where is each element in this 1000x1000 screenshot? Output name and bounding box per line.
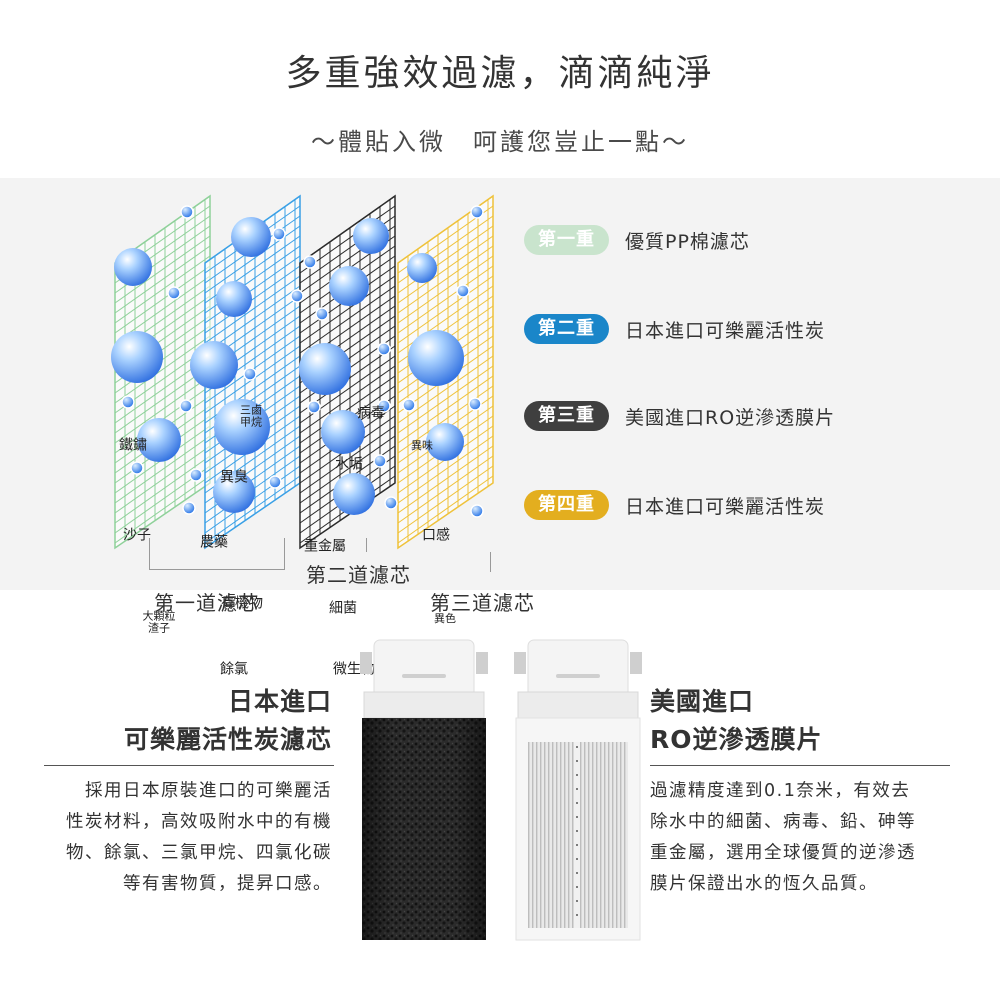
stage-3: 第三重 美國進口RO逆滲透膜片 — [524, 398, 835, 434]
bubble-virus — [353, 218, 389, 254]
particle-dot — [377, 399, 391, 413]
stage-4: 第四重 日本進口可樂麗活性炭 — [524, 487, 825, 523]
bubble-heavy-metal — [299, 343, 351, 395]
contaminant-iron-rust: 鐵鏽 — [119, 437, 147, 454]
page-title: 多重強效過濾，滴滴純淨 — [285, 53, 715, 94]
particle-dot — [189, 468, 203, 482]
ro-membrane-divider — [650, 765, 950, 766]
bubble-iron-rust — [114, 248, 152, 286]
stage-3-badge: 第三重 — [524, 401, 609, 431]
bubble-organics — [214, 399, 270, 455]
second-filter-caption: 第二道濾芯 — [306, 563, 411, 587]
contaminant-sand: 沙子 — [123, 527, 151, 544]
contaminant-mouthfeel: 口感 — [422, 527, 450, 544]
second-filter-bracket-line — [366, 538, 367, 552]
bubble-microbes — [333, 473, 375, 515]
particle-dot — [130, 461, 144, 475]
contaminant-trihalomethane: 三鹵甲烷 — [240, 403, 262, 428]
bubble-scale — [329, 266, 369, 306]
ro-membrane-description: 過濾精度達到0.1奈米，有效去 除水中的細菌、病毒、鉛、砷等 重金屬，選用全球優… — [650, 781, 916, 894]
page-subtitle: ～體貼入微 呵護您豈止一點～ — [311, 128, 689, 156]
carbon-cartridge-heading: 日本進口 可樂麗活性炭濾芯 — [123, 687, 332, 754]
bubble-bacteria — [321, 410, 365, 454]
particle-dot — [179, 399, 193, 413]
particle-dot — [468, 397, 482, 411]
stage-1-text: 優質PP棉濾芯 — [625, 230, 750, 253]
carbon-cartridge-description: 採用日本原裝進口的可樂麗活 性炭材料，高效吸附水中的有機 物、餘氯、三氯甲烷、四… — [66, 781, 332, 894]
bubble-large-particles — [137, 418, 181, 462]
contaminant-large-particles: 大顆粒渣子 — [142, 609, 176, 634]
bubble-residual-chlorine — [213, 471, 255, 513]
contaminant-pesticide: 農藥 — [200, 534, 228, 551]
bubble-odor — [216, 281, 252, 317]
particle-dot — [268, 475, 282, 489]
contaminant-virus: 病毒 — [357, 405, 385, 422]
contaminant-odor: 異臭 — [220, 469, 248, 486]
bubble-trihalomethane — [231, 217, 271, 257]
particle-dot — [121, 395, 135, 409]
stage-1-badge: 第一重 — [524, 225, 609, 255]
stage-4-text: 日本進口可樂麗活性炭 — [625, 495, 826, 518]
particle-dot — [167, 286, 181, 300]
particle-dot — [402, 398, 416, 412]
contaminant-scale: 水垢 — [335, 456, 363, 473]
bubble-mouthfeel — [408, 330, 464, 386]
contaminant-organics: 有機物 — [221, 595, 263, 612]
contaminant-bacteria: 細菌 — [329, 600, 357, 617]
stage-1: 第一重 優質PP棉濾芯 — [524, 222, 750, 258]
stage-2-badge: 第二重 — [524, 314, 609, 344]
particle-dot — [180, 205, 194, 219]
particle-dot — [272, 227, 286, 241]
carbon-cartridge-divider — [44, 765, 334, 766]
contaminant-residual-chlorine: 餘氯 — [220, 661, 248, 678]
bubble-sand — [111, 331, 163, 383]
first-filter-bracket — [149, 538, 285, 570]
bubble-off-color — [426, 423, 464, 461]
particle-dot — [373, 454, 387, 468]
particle-dot — [303, 255, 317, 269]
third-filter-caption: 第三道濾芯 — [430, 591, 535, 615]
bubble-off-taste — [407, 253, 437, 283]
contaminant-off-color: 異色 — [434, 612, 456, 626]
third-filter-bracket-line — [490, 552, 491, 572]
stage-3-text: 美國進口RO逆滲透膜片 — [625, 406, 836, 429]
particle-dot — [470, 504, 484, 518]
particle-dot — [307, 400, 321, 414]
particle-dot — [456, 284, 470, 298]
particle-dot — [243, 367, 257, 381]
filter-layers-diagram — [111, 194, 494, 550]
particle-dot — [377, 342, 391, 356]
particle-dot — [315, 307, 329, 321]
stage-2-text: 日本進口可樂麗活性炭 — [625, 319, 826, 342]
bubble-pesticide — [190, 341, 238, 389]
ro-membrane-cartridge-image — [514, 639, 642, 941]
ro-membrane-heading: 美國進口 RO逆滲透膜片 — [650, 687, 823, 754]
particle-dot — [470, 205, 484, 219]
stage-2: 第二重 日本進口可樂麗活性炭 — [524, 311, 825, 347]
particle-dot — [290, 289, 304, 303]
contaminant-off-taste: 異味 — [411, 439, 433, 453]
contaminant-heavy-metal: 重金屬 — [304, 538, 346, 555]
first-filter-caption: 第一道濾芯 — [154, 591, 259, 615]
particle-dot — [182, 501, 196, 515]
particle-dot — [384, 496, 398, 510]
stage-4-badge: 第四重 — [524, 490, 609, 520]
carbon-cartridge-image — [360, 639, 488, 940]
